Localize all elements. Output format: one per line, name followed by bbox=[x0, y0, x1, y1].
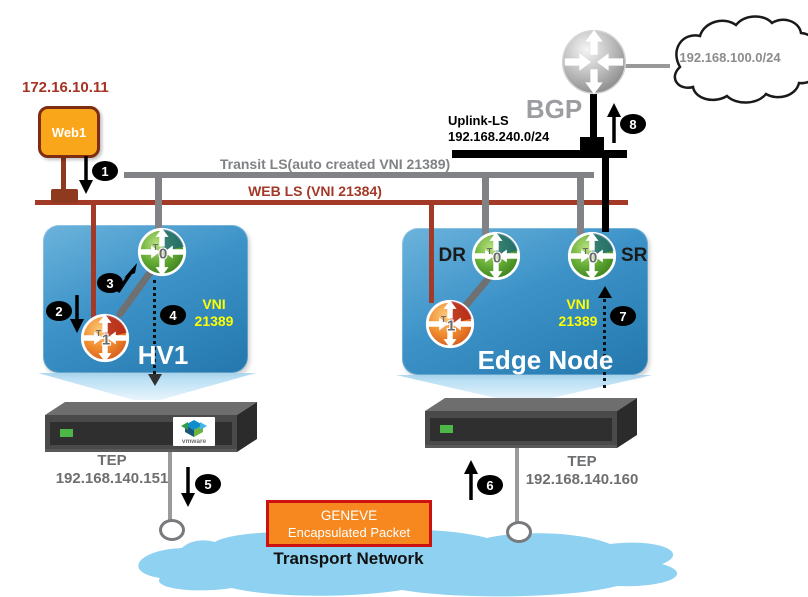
edge-tep-endpoint bbox=[506, 521, 532, 543]
geneve-line1: GENEVE bbox=[320, 507, 378, 523]
edge-dr-router-icon: T 0 bbox=[471, 231, 521, 281]
webls-to-edge-t1-link bbox=[429, 203, 434, 303]
hv1-vni-line2: 21389 bbox=[194, 313, 234, 329]
edge-t1-router-icon: T 1 bbox=[425, 299, 475, 349]
step-badge-8: 8 bbox=[620, 114, 646, 134]
edge-tep-wire bbox=[515, 448, 519, 526]
web1-vm-box: Web1 bbox=[38, 106, 100, 158]
bgp-router-icon bbox=[561, 29, 627, 95]
vmware-logo: vmware bbox=[173, 417, 215, 446]
transit-ls-line bbox=[124, 172, 594, 178]
step-badge-5: 5 bbox=[195, 474, 221, 494]
web1-connector-line bbox=[61, 153, 66, 192]
step-badge-7: 7 bbox=[610, 306, 636, 326]
edge-dr-prefix: T bbox=[487, 246, 493, 256]
hv1-title: HV1 bbox=[137, 340, 189, 370]
hv1-encap-dotted-path bbox=[153, 280, 156, 374]
edge-t1-prefix: T bbox=[441, 314, 447, 324]
edge-decap-dotted-path bbox=[603, 299, 606, 388]
web1-ip-label: 172.16.10.11 bbox=[22, 79, 109, 96]
geneve-line2: Encapsulated Packet bbox=[287, 524, 411, 540]
hv1-t0-t1-connector bbox=[116, 266, 156, 318]
external-network-label: 192.168.100.0/24 bbox=[679, 50, 781, 65]
edge-tep-ip: 192.168.140.160 bbox=[525, 471, 639, 488]
webls-to-hv1-t1-link bbox=[91, 203, 96, 318]
edge-sr-prefix: T bbox=[583, 246, 589, 256]
step-badge-1: 1 bbox=[92, 161, 118, 181]
hv1-t0-number: 0 bbox=[159, 246, 167, 263]
edge-decap-arrowhead-icon bbox=[598, 286, 612, 298]
server-led bbox=[440, 425, 453, 433]
hv1-tep-ip: 192.168.140.151 bbox=[55, 470, 169, 487]
transit-ls-label: Transit LS(auto created VNI 21389) bbox=[219, 156, 451, 172]
transit-to-dr-link bbox=[482, 176, 489, 235]
hv1-vni-label: VNI 21389 bbox=[186, 296, 242, 330]
step5-arrow-down-icon bbox=[181, 467, 195, 507]
hv1-t1-router-icon: T 1 bbox=[80, 313, 130, 363]
hv1-t0-prefix: T bbox=[153, 242, 159, 252]
hv1-tep-label: TEP bbox=[97, 452, 127, 469]
hv1-encap-arrowhead-icon bbox=[148, 374, 162, 386]
hv1-tep-endpoint bbox=[159, 519, 185, 541]
edge-dr-label: DR bbox=[438, 245, 466, 266]
edge-sr-label: SR bbox=[621, 245, 648, 266]
web1-vm-label: Web1 bbox=[51, 124, 87, 140]
uplink-to-sr-link bbox=[602, 156, 609, 232]
hv1-host-server: vmware bbox=[45, 402, 257, 452]
transit-to-hv1-t0-link bbox=[155, 176, 162, 231]
external-network-cloud bbox=[673, 15, 808, 104]
web-ls-line bbox=[35, 200, 628, 205]
vmware-logo-text: vmware bbox=[182, 438, 207, 445]
step-badge-6: 6 bbox=[477, 475, 503, 495]
uplink-ls-line bbox=[452, 150, 627, 158]
edge-tep-label: TEP bbox=[567, 453, 597, 470]
edge-host-server bbox=[425, 398, 637, 448]
edge-dr-t1-connector bbox=[458, 270, 496, 314]
bgp-cloud-connector bbox=[624, 64, 670, 68]
server-led bbox=[60, 429, 73, 437]
uplink-subnet-label: 192.168.240.0/24 bbox=[448, 129, 550, 144]
step-badge-4: 4 bbox=[160, 305, 186, 325]
hv1-t1-prefix: T bbox=[96, 328, 102, 338]
hv1-tep-wire bbox=[168, 452, 172, 524]
web1-ls-junction bbox=[51, 189, 78, 203]
hv1-t1-number: 1 bbox=[102, 332, 110, 349]
edge-node-title: Edge Node bbox=[477, 345, 614, 375]
step8-arrow-up-icon bbox=[607, 103, 621, 143]
hv1-t0-router-icon: T 0 bbox=[137, 227, 187, 277]
bgp-router-stem-line bbox=[590, 94, 597, 140]
step-badge-2: 2 bbox=[46, 301, 72, 321]
edge-vni-label: VNI 21389 bbox=[550, 296, 606, 330]
edge-vni-line2: 21389 bbox=[558, 313, 598, 329]
hv1-vni-line1: VNI bbox=[202, 296, 226, 312]
bgp-label: BGP bbox=[525, 94, 583, 124]
edge-vni-line1: VNI bbox=[566, 296, 590, 312]
hv1-beam-shape bbox=[38, 373, 256, 400]
step-badge-3: 3 bbox=[97, 273, 123, 293]
edge-sr-number: 0 bbox=[589, 250, 597, 267]
transport-network-label: Transport Network bbox=[273, 549, 424, 568]
edge-t1-number: 1 bbox=[447, 318, 455, 335]
step2-arrow-down-icon bbox=[70, 295, 84, 333]
uplink-junction bbox=[580, 137, 604, 152]
step6-arrow-up-icon bbox=[464, 460, 478, 500]
transit-to-sr-link bbox=[577, 176, 584, 235]
edge-dr-number: 0 bbox=[493, 250, 501, 267]
edge-sr-router-icon: T 0 bbox=[567, 231, 617, 281]
uplink-ls-label: Uplink-LS bbox=[448, 113, 509, 128]
geneve-packet-box: GENEVE Encapsulated Packet bbox=[266, 500, 432, 547]
step1-arrow-down-icon bbox=[79, 156, 93, 194]
web-ls-label: WEB LS (VNI 21384) bbox=[248, 183, 382, 199]
